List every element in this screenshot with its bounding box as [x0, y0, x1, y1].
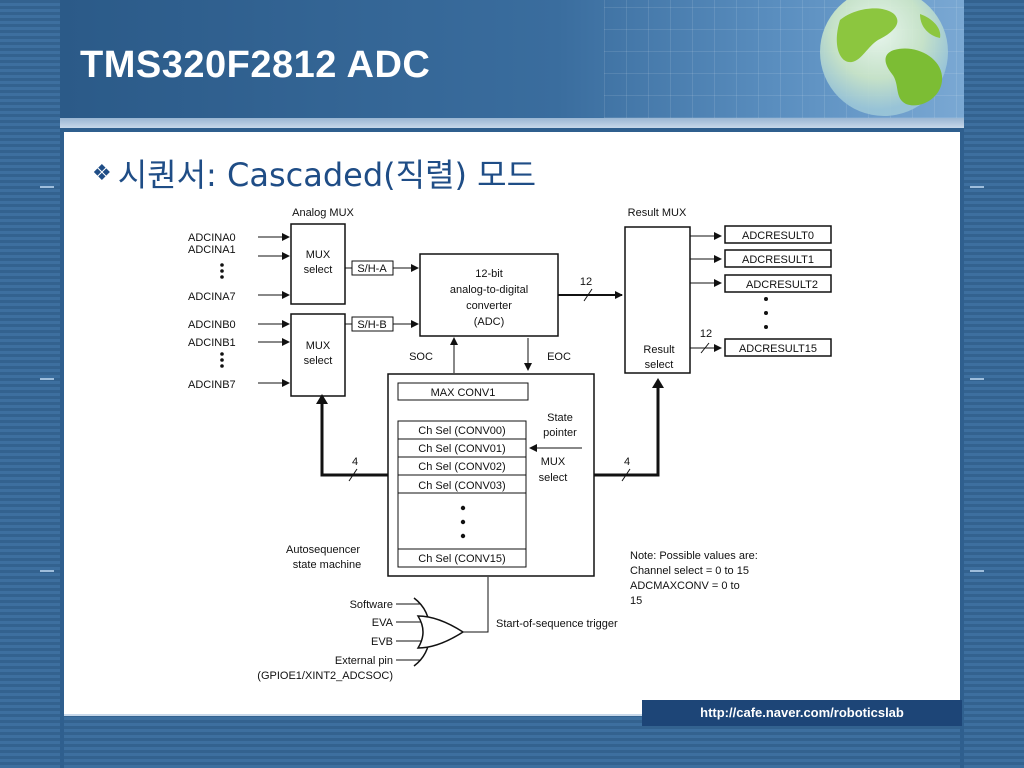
bus-slash	[621, 468, 631, 482]
input-label: ADCINB0	[188, 319, 236, 331]
mux-a-label: select	[304, 264, 333, 276]
left-side-stripe	[0, 0, 60, 768]
result-register-label: ADCRESULT0	[742, 230, 814, 242]
ellipsis-dots	[460, 505, 466, 539]
trigger-label: External pin	[335, 655, 393, 667]
footer-divider	[64, 714, 960, 716]
result-register	[724, 225, 832, 244]
mux-b-label: select	[304, 355, 333, 367]
mux-b-label: MUX	[306, 340, 331, 352]
sos-trigger-line	[463, 577, 489, 633]
result-register	[724, 338, 832, 357]
bullet-heading: ❖ 시퀀서: Cascaded(직렬) 모드	[92, 150, 536, 196]
note-text: ADCMAXCONV = 0 to	[630, 580, 740, 592]
analog-mux-label: Analog MUX	[292, 207, 354, 219]
bus-arrowhead	[652, 378, 664, 388]
bus-width-label: 4	[352, 456, 358, 468]
bus-width-label: 12	[580, 276, 592, 288]
ellipsis-dots	[764, 297, 768, 329]
adc-label: analog-to-digital	[450, 284, 528, 296]
adc-label: (ADC)	[474, 316, 505, 328]
sos-trigger-label: Start-of-sequence trigger	[496, 618, 618, 630]
sh-connectors	[345, 264, 419, 328]
bullet-text: 시퀀서: Cascaded(직렬) 모드	[117, 156, 537, 194]
result-register-label: ADCRESULT2	[746, 279, 818, 291]
mux-a-label: MUX	[306, 249, 331, 261]
ellipsis-dots	[220, 263, 224, 279]
result-mux-label: Result MUX	[628, 207, 687, 219]
adc-label: 12-bit	[475, 268, 503, 280]
diamond-bullet-icon: ❖	[92, 160, 112, 186]
note-text: Channel select = 0 to 15	[630, 565, 749, 577]
stripe-tick	[40, 378, 54, 380]
input-arrows-b	[258, 320, 290, 387]
max-conv-label: MAX CONV1	[431, 387, 496, 399]
result-register-label: ADCRESULT15	[739, 343, 817, 355]
ch-sel-last-box	[397, 548, 527, 568]
state-pointer-label: pointer	[543, 427, 577, 439]
soc-label: SOC	[409, 351, 433, 363]
header-underline	[60, 118, 964, 128]
sh-a-label: S/H-A	[357, 263, 387, 275]
input-arrows-a	[258, 233, 290, 299]
globe-icon	[820, 0, 948, 116]
mux-select-inner-label: select	[539, 472, 568, 484]
stripe-tick	[970, 378, 984, 380]
result-select-label: select	[645, 359, 674, 371]
bus-width-label: 4	[624, 456, 630, 468]
mux-select-bus-right	[594, 384, 660, 477]
max-conv-box	[397, 382, 529, 401]
result-register-label: ADCRESULT1	[742, 254, 814, 266]
note-text: Note: Possible values are:	[630, 550, 758, 562]
result-mux-box	[624, 226, 691, 374]
adc-label: converter	[466, 300, 512, 312]
trigger-label: Software	[350, 599, 393, 611]
page-title: TMS320F2812 ADC	[80, 44, 431, 86]
input-label: ADCINA0	[188, 232, 236, 244]
ch-sel-label: Ch Sel (CONV00)	[418, 425, 505, 437]
mux-select-inner-label: MUX	[541, 456, 566, 468]
footer-url: http://cafe.naver.com/roboticslab	[642, 700, 962, 726]
state-pointer-label: State	[547, 412, 573, 424]
bus-width-label: 12	[700, 328, 712, 340]
input-label: ADCINB1	[188, 337, 236, 349]
ch-sel-label: Ch Sel (CONV15)	[418, 553, 505, 565]
mux-select-bus-left	[320, 400, 388, 477]
mux-b-box	[290, 313, 346, 397]
stripe-tick	[40, 186, 54, 188]
trigger-label: (GPIOE1/XINT2_ADCSOC)	[257, 670, 393, 682]
input-label: ADCINA7	[188, 291, 236, 303]
ch-sel-label: Ch Sel (CONV02)	[418, 461, 505, 473]
bus-slash	[348, 468, 358, 482]
autosequencer-label: Autosequencer	[286, 544, 360, 556]
stripe-tick	[40, 570, 54, 572]
result-select-label: Result	[643, 344, 674, 356]
bus-arrowhead	[316, 394, 328, 404]
input-label: ADCINA1	[188, 244, 236, 256]
ellipsis-dots	[220, 352, 224, 368]
result-arrows	[690, 232, 722, 354]
eoc-label: EOC	[547, 351, 571, 363]
sh-b-label: S/H-B	[357, 319, 386, 331]
mux-a-box	[290, 223, 346, 305]
stripe-tick	[970, 186, 984, 188]
bus-slash	[583, 288, 593, 302]
input-label: ADCINB7	[188, 379, 236, 391]
ch-sel-label: Ch Sel (CONV01)	[418, 443, 505, 455]
stripe-tick	[970, 570, 984, 572]
trigger-label: EVB	[371, 636, 393, 648]
note-text: 15	[630, 595, 642, 607]
trigger-label: EVA	[372, 617, 394, 629]
or-gate	[416, 615, 465, 649]
ch-sel-label: Ch Sel (CONV03)	[418, 480, 505, 492]
result-register	[724, 249, 832, 268]
adc-box	[419, 253, 559, 337]
result-register	[724, 274, 832, 293]
right-side-stripe	[964, 0, 1024, 768]
autosequencer-label: state machine	[293, 559, 361, 571]
